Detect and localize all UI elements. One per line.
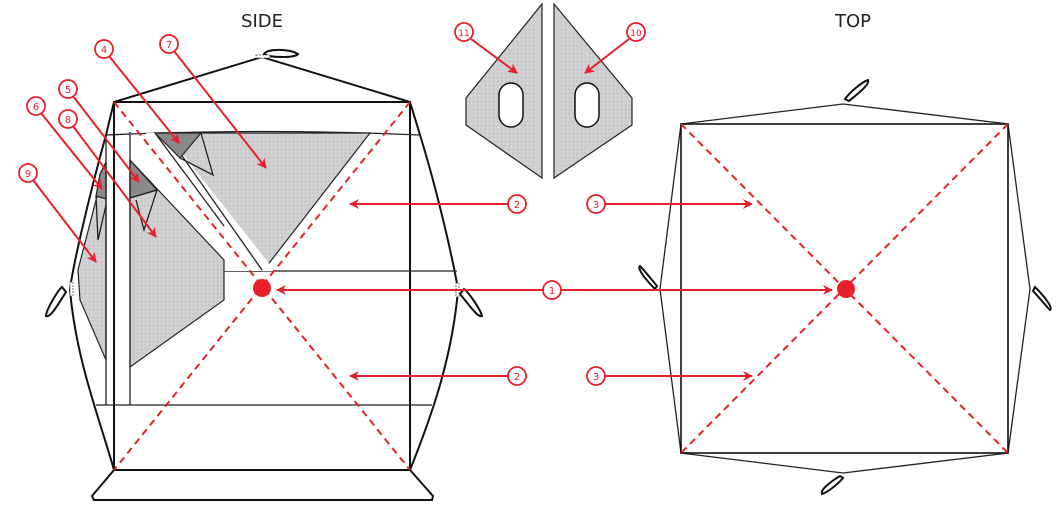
callout-1: 1: [542, 280, 562, 300]
callout-2a: 2: [507, 194, 527, 214]
svg-text:1: 1: [549, 286, 555, 297]
top-west-handle-icon: [638, 264, 659, 291]
callout-11: 11: [454, 22, 474, 42]
callout-3b: 3: [586, 366, 606, 386]
right-hub-handle-icon: [455, 282, 484, 318]
top-view: [638, 78, 1052, 496]
svg-text:11: 11: [458, 29, 469, 39]
side-view-title: SIDE: [241, 11, 283, 32]
side-view: [44, 48, 484, 501]
svg-text:4: 4: [101, 45, 107, 56]
callout-4: 4: [94, 39, 114, 59]
callout-8: 8: [58, 109, 78, 129]
left-hub-handle-icon: [44, 281, 74, 318]
callout-3a: 3: [586, 194, 606, 214]
top-center-hub-dot: [837, 280, 855, 298]
side-center-hub-dot: [253, 279, 271, 297]
svg-text:3: 3: [593, 372, 599, 383]
top-north-handle-icon: [843, 78, 870, 103]
svg-text:6: 6: [33, 102, 39, 113]
svg-text:10: 10: [630, 29, 642, 39]
top-view-title: TOP: [834, 11, 871, 32]
callouts: 1 2 2 3 3 4 5 6 7 8 9 10 11: [18, 22, 646, 386]
svg-text:7: 7: [166, 40, 172, 51]
top-east-handle-icon: [1031, 285, 1052, 312]
svg-text:2: 2: [514, 372, 520, 383]
svg-text:3: 3: [593, 200, 599, 211]
svg-text:9: 9: [25, 169, 31, 180]
callout-7: 7: [159, 34, 179, 54]
callout-2b: 2: [507, 366, 527, 386]
callout-6: 6: [26, 96, 46, 116]
callout-5: 5: [58, 79, 78, 99]
svg-text:5: 5: [65, 85, 71, 96]
callout-10: 10: [626, 22, 646, 42]
svg-text:8: 8: [65, 115, 71, 126]
top-south-handle-icon: [820, 474, 845, 496]
roof-hub-handle-icon: [255, 48, 300, 59]
corner-gussets: [465, 2, 633, 180]
leader-lines: [32, 38, 833, 381]
callout-9: 9: [18, 163, 38, 183]
svg-text:2: 2: [514, 200, 520, 211]
